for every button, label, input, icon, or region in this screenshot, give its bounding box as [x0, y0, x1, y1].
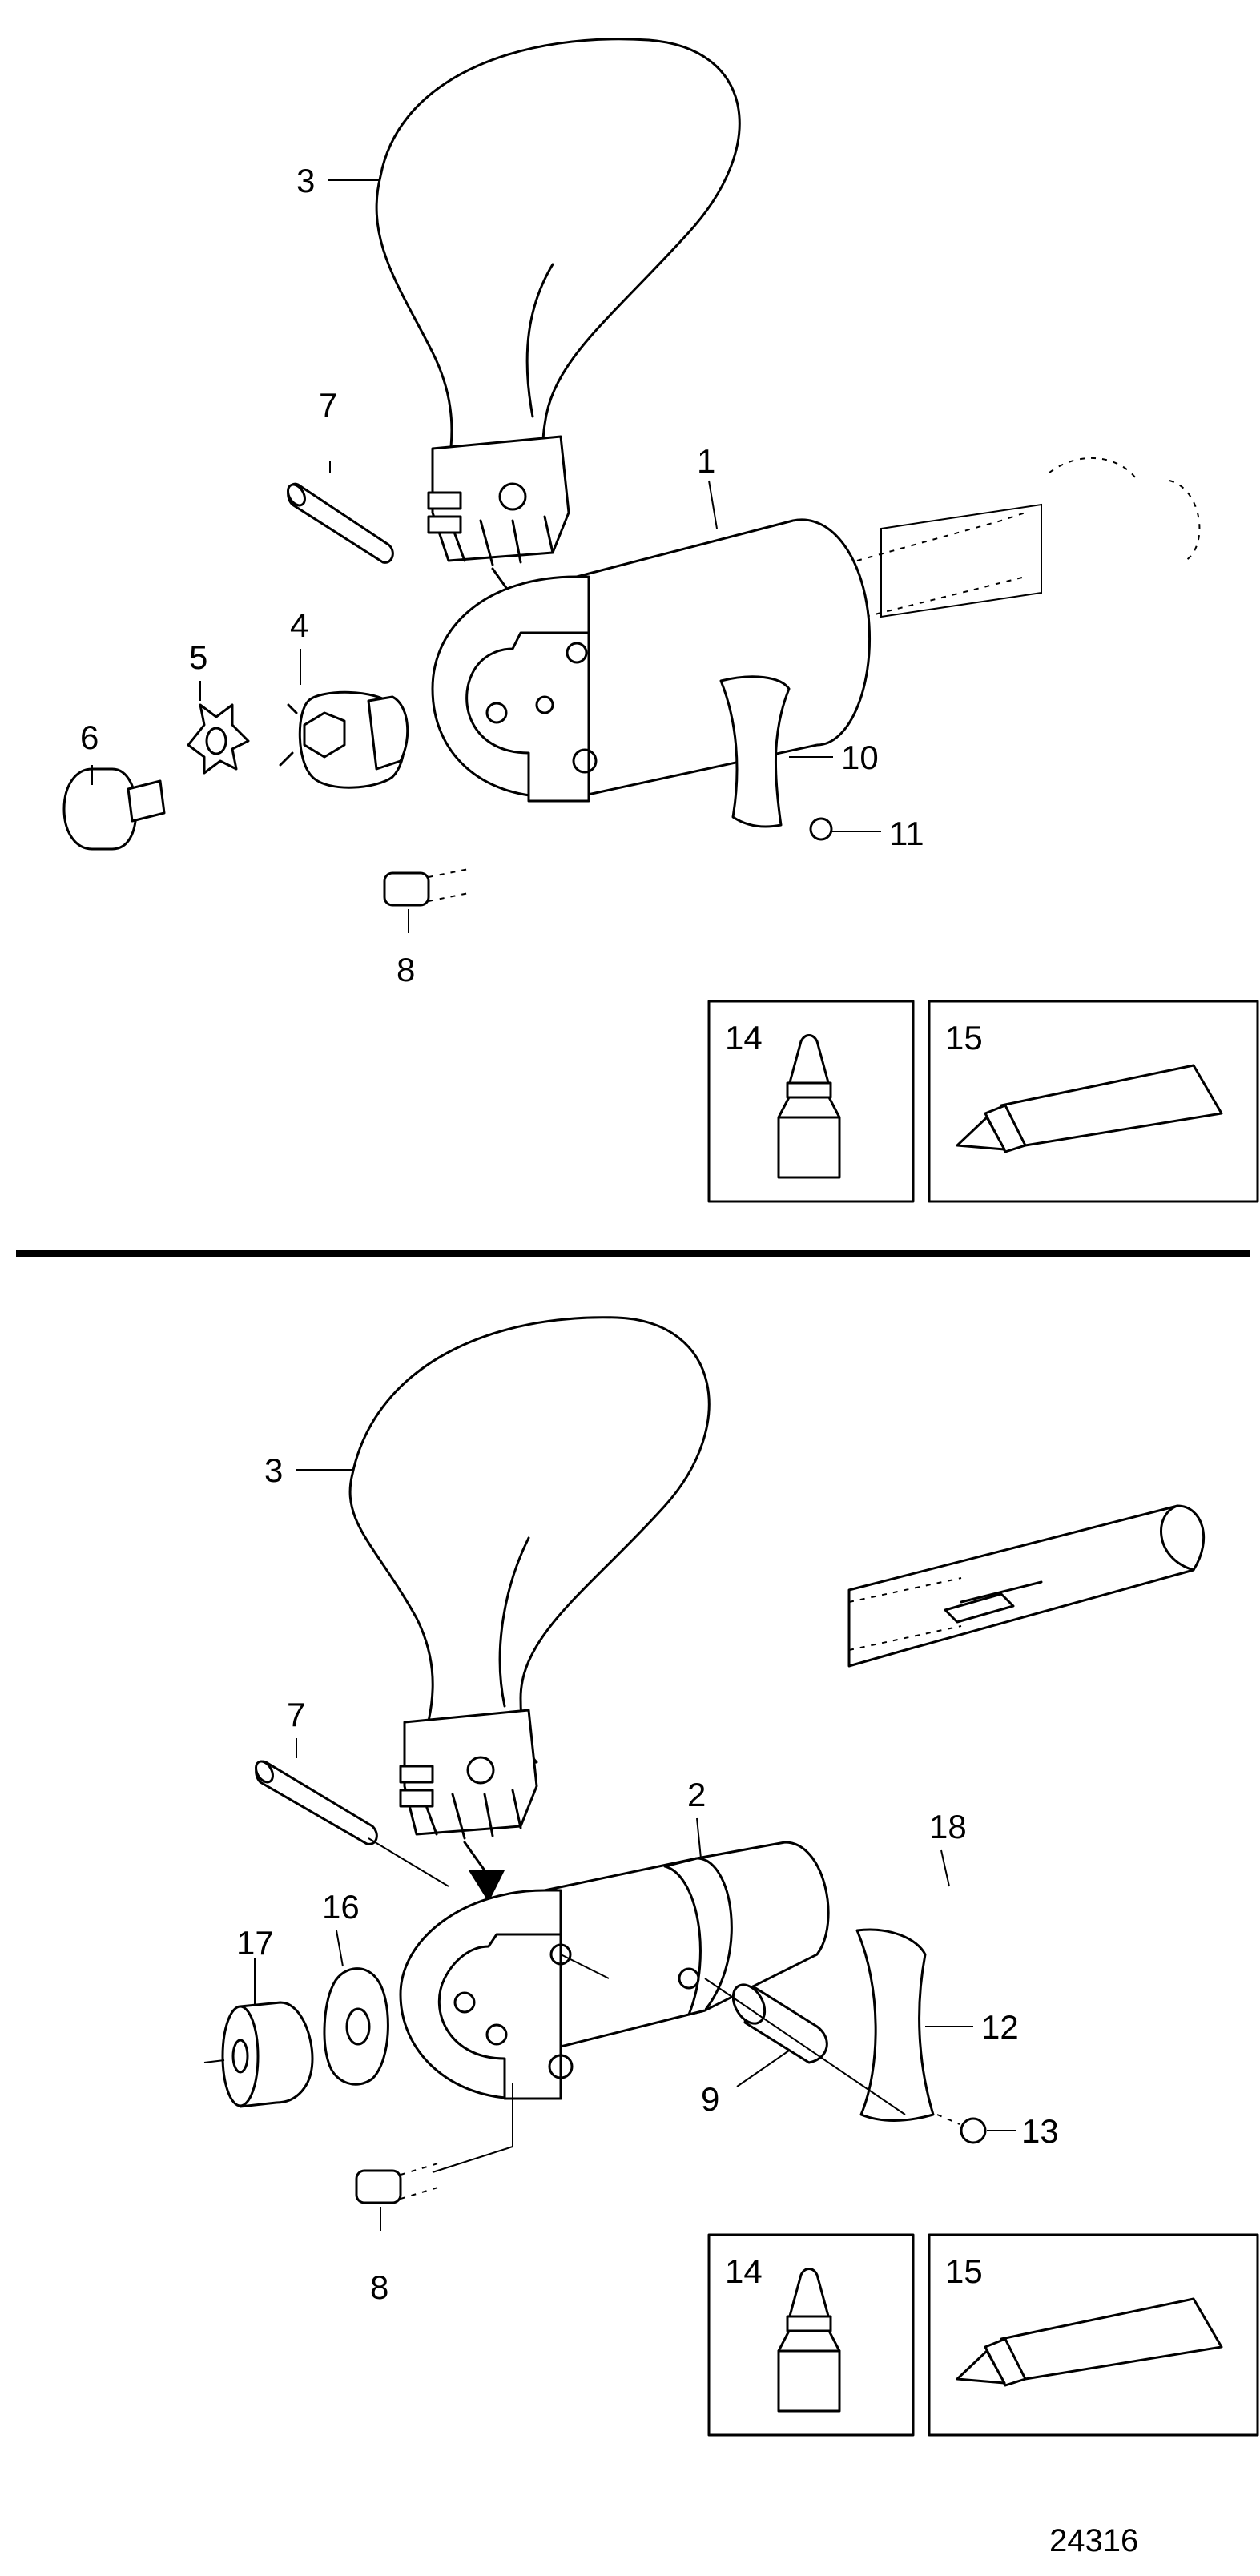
bottom-hub-body [399, 1841, 830, 2100]
bottom-key-segment [704, 1928, 935, 2122]
bottom-key [944, 1592, 1015, 1624]
top-callout-7: 7 [319, 386, 337, 424]
bottom-lever-handle [348, 1316, 711, 1840]
top-star-washer [187, 703, 250, 775]
top-callout-8: 8 [397, 951, 415, 988]
bottom-washer [323, 1967, 389, 2086]
bottom-ball [936, 2114, 987, 2144]
top-pin [287, 482, 394, 564]
bottom-callout-8: 8 [370, 2268, 388, 2306]
top-lever-handle [375, 38, 741, 566]
glue-bottle-icon [777, 1034, 841, 1179]
bottom-callout-17: 17 [236, 1924, 274, 1962]
bottom-callout-12: 12 [981, 2008, 1019, 2046]
bottom-assembly: 3 7 2 18 16 17 12 9 13 8 14 15 [203, 1316, 1259, 2437]
grease-tube-icon [956, 1064, 1223, 1153]
bottom-leader-lines [254, 1469, 1016, 2231]
bottom-set-screw [355, 2083, 513, 2204]
top-callout-10: 10 [841, 739, 879, 776]
top-leader-lines [91, 179, 881, 933]
top-callouts: 3 7 1 4 5 6 10 11 8 [80, 162, 924, 988]
bottom-callout-3: 3 [264, 1451, 283, 1489]
bottom-callout-16: 16 [322, 1888, 360, 1926]
top-box-14: 14 [707, 1000, 915, 1203]
bottom-callout-2: 2 [687, 1776, 706, 1813]
top-assembly: 3 7 1 4 5 6 10 11 8 14 15 [62, 38, 1259, 1203]
top-shaft [856, 457, 1201, 618]
top-key-segment [719, 675, 791, 828]
bottom-box-14-label: 14 [725, 2252, 763, 2290]
bottom-shaft [847, 1504, 1206, 1668]
bottom-box-15-label: 15 [945, 2252, 983, 2290]
top-callout-6: 6 [80, 718, 99, 756]
bottom-box-14: 14 [707, 2233, 915, 2437]
top-box-15-label: 15 [945, 1019, 983, 1057]
bottom-callout-7: 7 [287, 1696, 305, 1733]
bottom-sleeve [731, 1983, 828, 2064]
figure-reference-number: 24316 [1049, 2523, 1138, 2558]
top-bolt [62, 767, 166, 851]
top-set-screw [383, 868, 469, 907]
top-cam-nut [279, 690, 409, 789]
bottom-box-15: 15 [928, 2233, 1259, 2437]
top-callout-5: 5 [189, 638, 207, 676]
bottom-callouts: 3 7 2 18 16 17 12 9 13 8 [236, 1451, 1059, 2306]
top-callout-1: 1 [697, 442, 715, 480]
top-box-14-label: 14 [725, 1019, 763, 1057]
top-callout-4: 4 [290, 606, 308, 644]
top-callout-11: 11 [889, 815, 924, 852]
top-box-15: 15 [928, 1000, 1259, 1203]
bottom-callout-9: 9 [701, 2080, 719, 2118]
grease-tube-icon [956, 2297, 1223, 2387]
bottom-pin [255, 1760, 449, 1887]
bottom-assembly-arrow-icon [463, 1841, 505, 1902]
top-hub-body [431, 518, 872, 803]
top-ball [809, 817, 833, 841]
bottom-callout-18: 18 [929, 1808, 967, 1845]
top-callout-3: 3 [296, 162, 315, 199]
glue-bottle-icon [777, 2268, 841, 2413]
bottom-callout-13: 13 [1021, 2112, 1059, 2150]
bottom-bushing [203, 2001, 314, 2108]
